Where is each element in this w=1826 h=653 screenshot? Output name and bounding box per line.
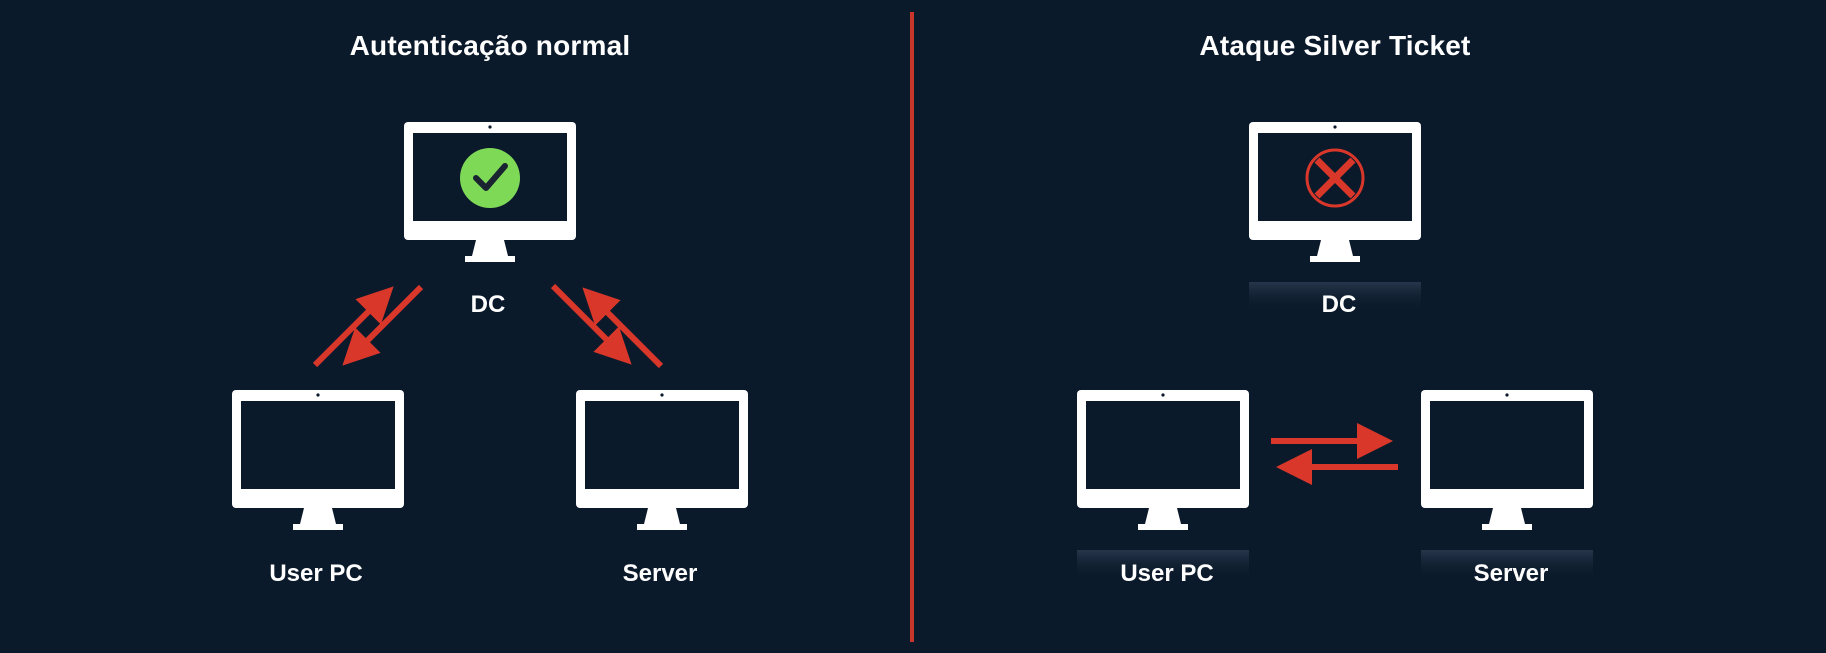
left-panel-title: Autenticação normal: [349, 30, 631, 61]
right-panel-title: Ataque Silver Ticket: [1199, 30, 1471, 61]
server-monitor-icon: [576, 390, 748, 530]
arrow-server-to-dc: [582, 287, 664, 369]
right-dc-label: DC: [1321, 291, 1357, 318]
attacker-user-pc-monitor-icon: [1077, 390, 1249, 530]
user-pc-monitor-icon: [232, 390, 404, 530]
right-user-pc-label: User PC: [1120, 560, 1214, 587]
left-dc-label: DC: [470, 291, 506, 318]
arrow-dc-to-user: [342, 284, 424, 366]
target-server-monitor-icon: [1421, 390, 1593, 530]
checkmark-circle-icon: [460, 148, 520, 208]
left-server-label: Server: [622, 560, 698, 587]
dc-attacked-monitor-icon: [1249, 122, 1421, 262]
right-server-label: Server: [1473, 560, 1549, 587]
dc-monitor-icon: [404, 122, 576, 262]
x-circle-icon: [1305, 148, 1365, 208]
panel-divider: [910, 12, 914, 642]
left-user-pc-label: User PC: [269, 560, 363, 587]
